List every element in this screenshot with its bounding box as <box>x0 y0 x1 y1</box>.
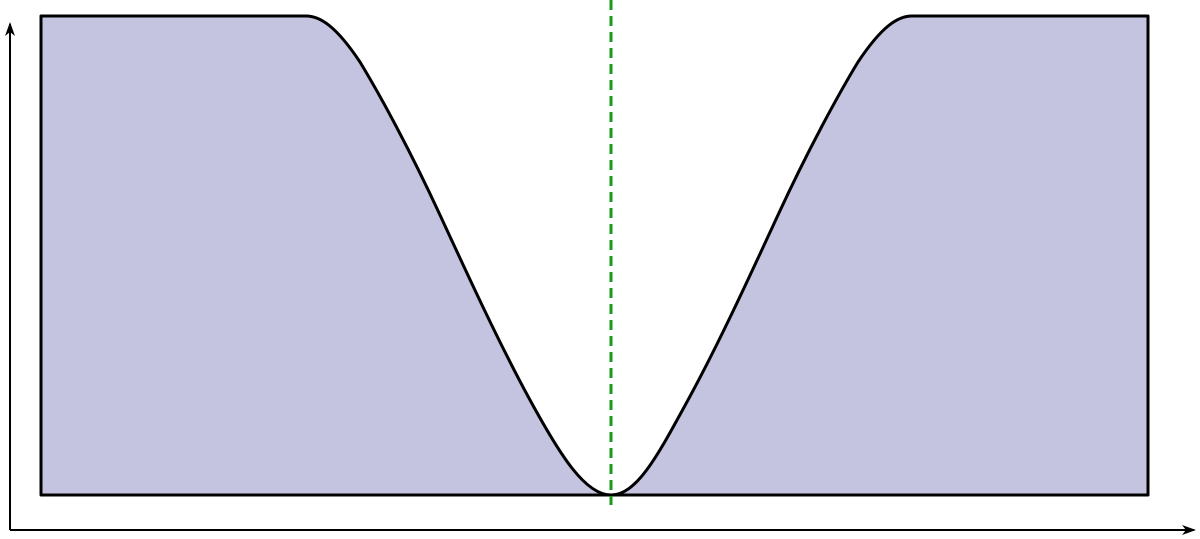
right-shaded-region <box>609 14 1150 497</box>
left-shaded-region <box>39 14 613 497</box>
